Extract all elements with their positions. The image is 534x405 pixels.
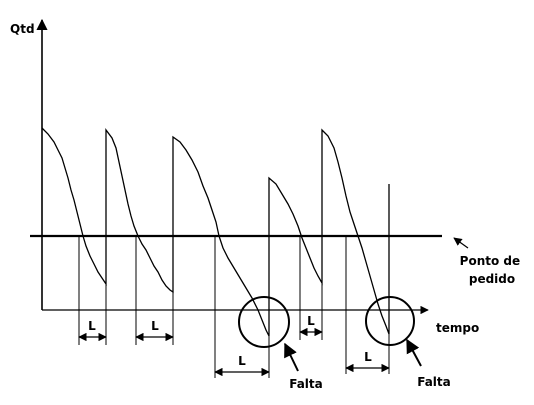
- stockout-label-2: Falta: [417, 375, 451, 389]
- lead-time-label-2: L: [151, 319, 159, 333]
- reorder-point-pointer: [453, 237, 469, 249]
- lead-time-label-4: L: [307, 314, 315, 328]
- stockout-circle-1: [238, 296, 290, 348]
- lead-time-label-1: L: [88, 319, 96, 333]
- stockout-circle-2: [365, 296, 415, 346]
- inventory-level-curve: [41, 127, 390, 337]
- lead-time-label-5: L: [364, 350, 372, 364]
- reorder-point-label-line1: Ponto de: [460, 254, 520, 268]
- reorder-point-label-line2: pedido: [469, 272, 515, 286]
- stockout-arrow-1: [284, 342, 299, 372]
- stockout-arrow-2: [406, 338, 422, 367]
- lead-time-label-3: L: [238, 354, 246, 368]
- x-axis-label: tempo: [436, 321, 479, 335]
- reorder-point-label: Ponto de pedido: [460, 254, 525, 286]
- stockout-label-1: Falta: [289, 377, 323, 391]
- lead-time-guides: [78, 236, 390, 378]
- y-axis-label: Qtd: [10, 22, 35, 36]
